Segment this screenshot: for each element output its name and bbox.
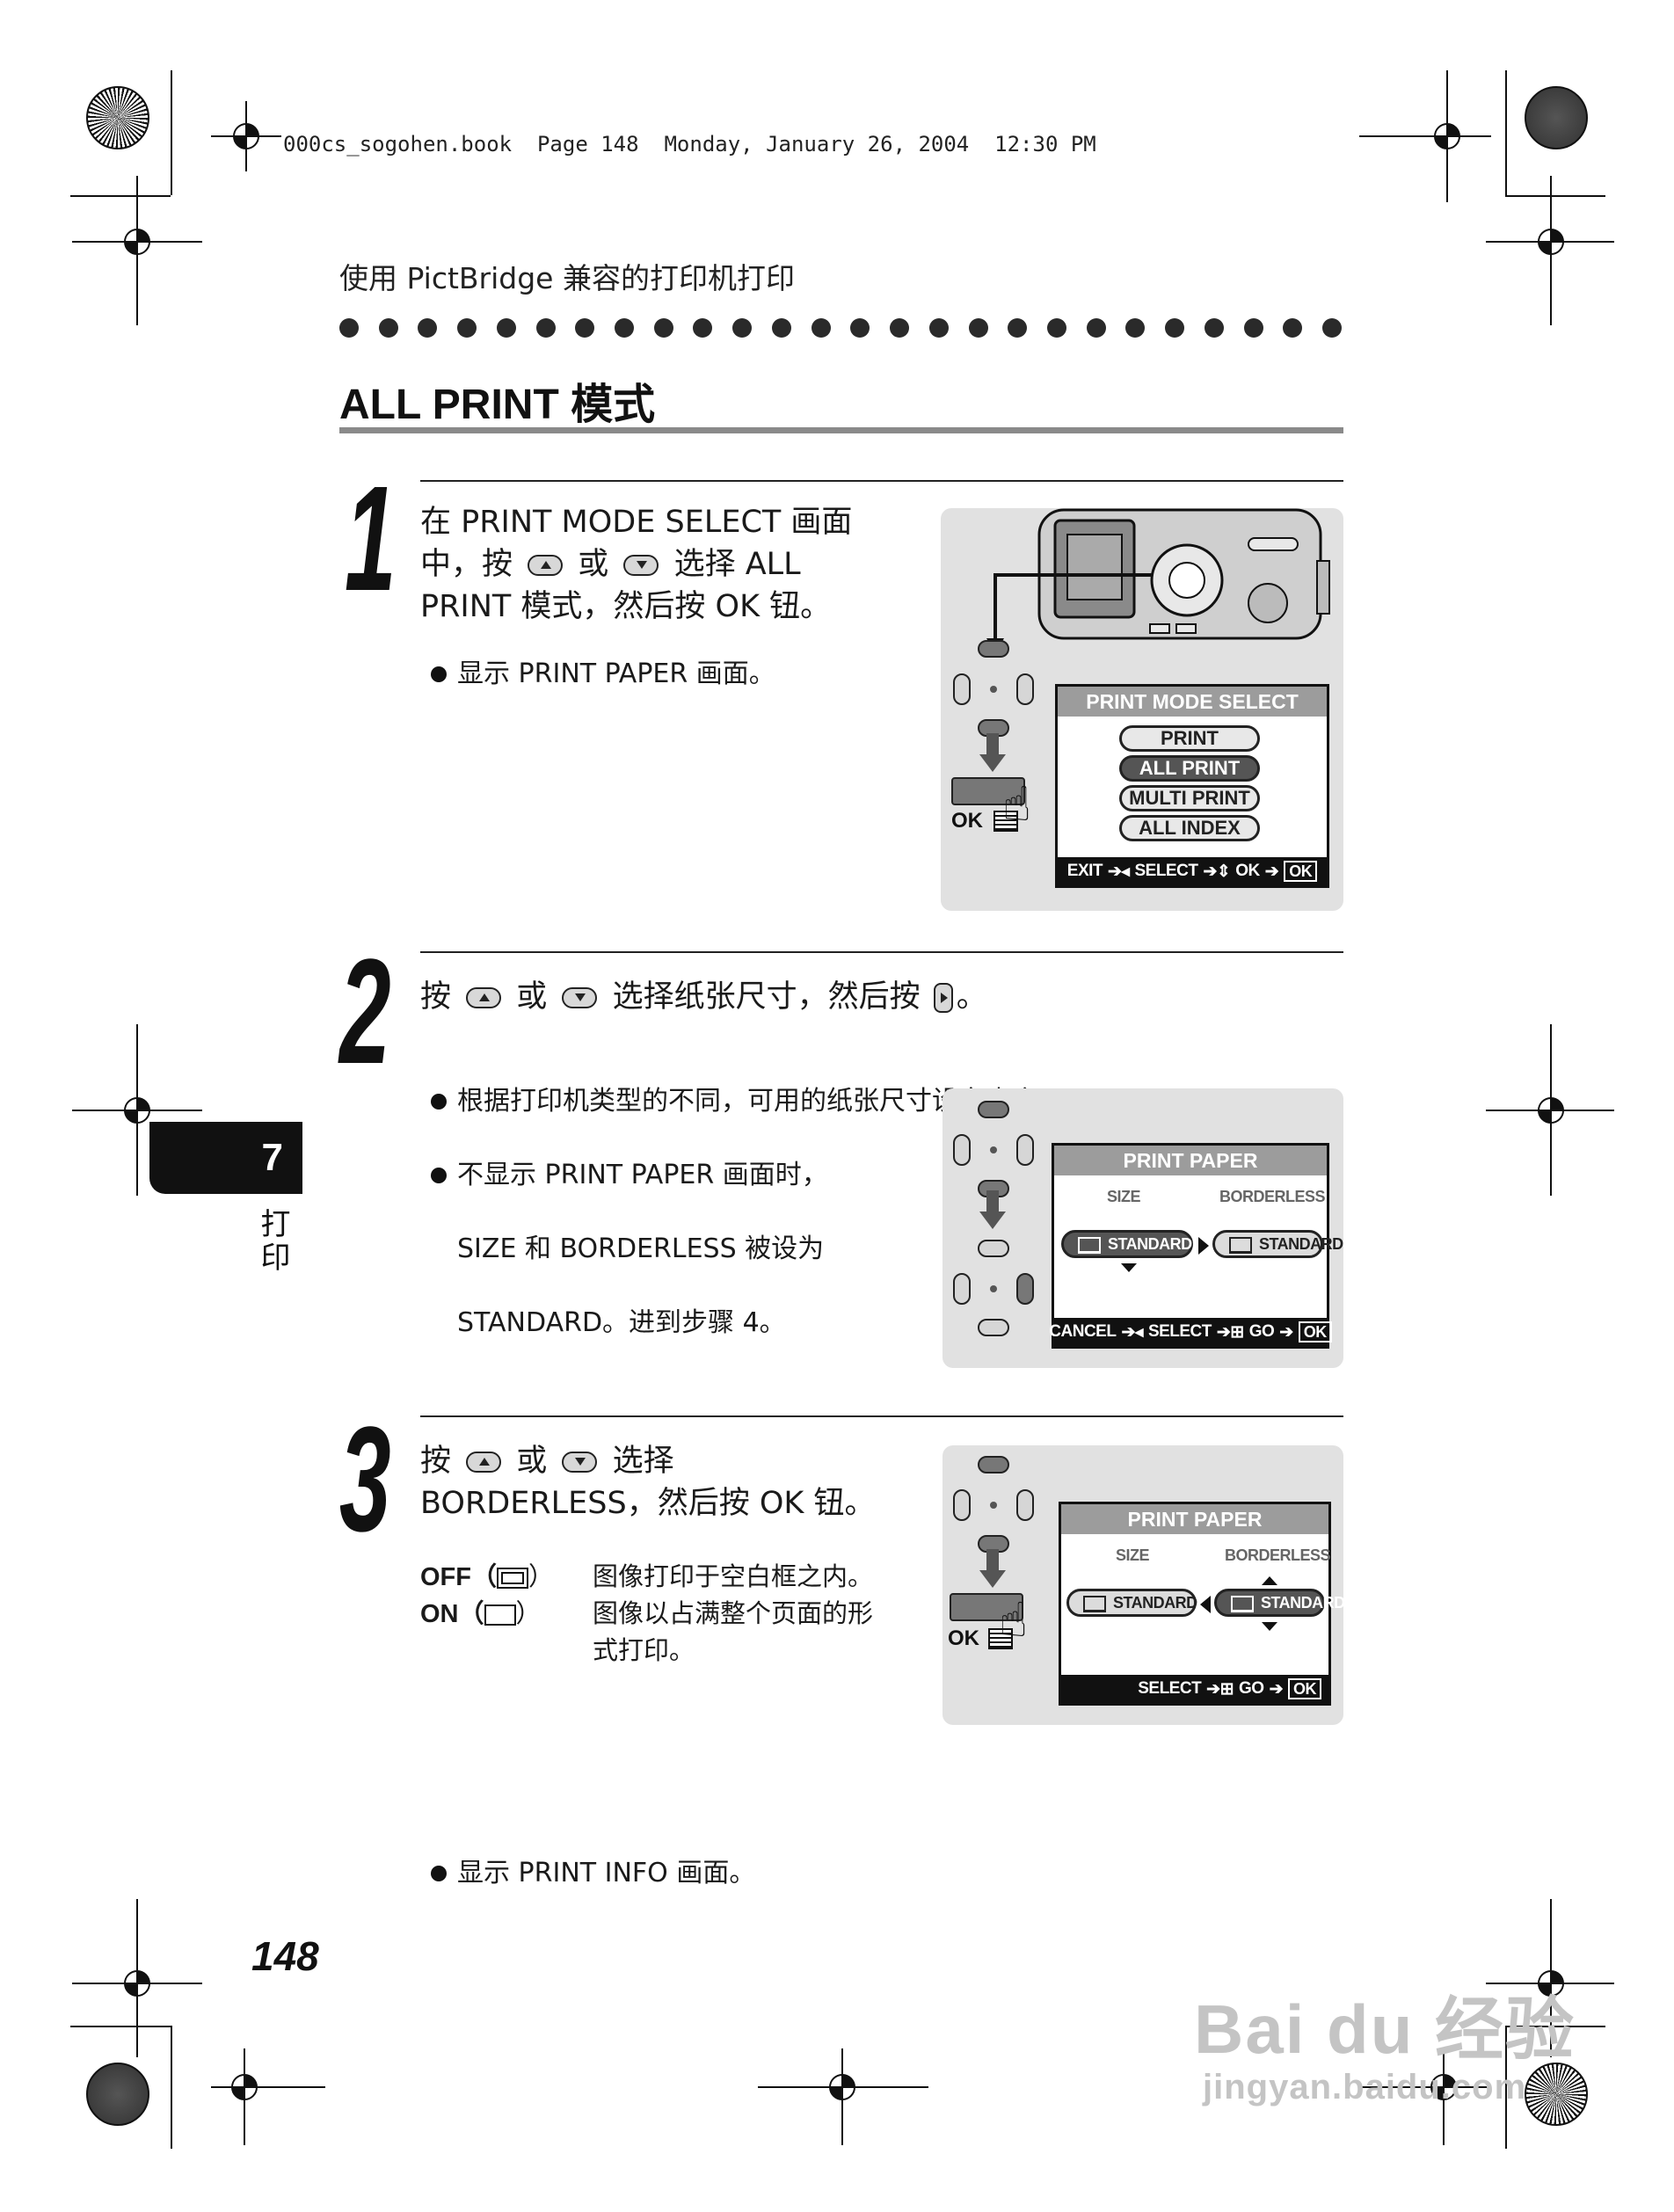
crop-line — [70, 2026, 171, 2027]
crop-line — [171, 70, 172, 195]
down-button-icon — [562, 1452, 598, 1473]
dpad-icon — [950, 640, 1037, 737]
step-1-bullet: 显示 PRINT PAPER 画面。 — [427, 656, 1674, 693]
step-3-instruction: 按 或 选择 BORDERLESS，然后按 OK 钮。 — [420, 1444, 876, 1521]
down-button-icon — [562, 987, 598, 1008]
title-underline — [339, 427, 1343, 433]
section-title: ALL PRINT 模式 — [339, 382, 656, 428]
step-2-bullet: 不显示 PRINT PAPER 画面时， — [427, 1157, 1674, 1194]
print-paper-screen: PRINT PAPER SIZE BORDERLESS STANDARD STA… — [1049, 1143, 1343, 1349]
step-2-illustration: PRINT PAPER SIZE BORDERLESS STANDARD STA… — [943, 1088, 1343, 1368]
dpad-icon — [950, 1101, 1037, 1197]
menu-item-print[interactable]: PRINT — [1119, 725, 1260, 752]
borderless-frame-icon — [484, 1604, 516, 1626]
step-rule — [420, 480, 1343, 482]
down-arrow-icon — [979, 1190, 1006, 1231]
baidu-jingyan-watermark: Bai du 经验 jingyan.baidu.com — [1194, 1990, 1576, 2106]
screen-title: PRINT MODE SELECT — [1058, 687, 1327, 717]
dot-divider — [339, 318, 1342, 339]
dpad-icon — [950, 1240, 1037, 1336]
left-pointer-icon — [1200, 1596, 1211, 1613]
book-file-header: 000cs_sogohen.book Page 148 Monday, Janu… — [283, 132, 1096, 156]
down-arrow-icon — [979, 733, 1006, 774]
running-head: 使用 PictBridge 兼容的打印机打印 — [339, 261, 795, 295]
step-number-1: 1 — [345, 455, 397, 622]
ok-label: OK — [951, 809, 983, 833]
step-rule — [420, 1415, 1343, 1417]
ok-label: OK — [948, 1626, 979, 1650]
crop-line — [1505, 195, 1605, 197]
down-arrow-icon — [979, 1549, 1006, 1590]
printer-density-mark — [1525, 86, 1588, 149]
menu-item-all-index[interactable]: ALL INDEX — [1119, 815, 1260, 841]
crop-line — [1505, 2026, 1507, 2149]
step-1-illustration: OK ☝ PRINT MODE SELECT PRINT ALL PRINT M… — [941, 508, 1343, 911]
print-mode-select-screen: PRINT MODE SELECT PRINT ALL PRINT MULTI … — [1055, 684, 1329, 888]
step-1-instruction: 在 PRINT MODE SELECT 画面 中，按 或 选择 ALL PRIN… — [420, 505, 853, 624]
up-button-icon — [466, 1452, 502, 1473]
step-2-bullet-cont: STANDARD。进到步骤 4。 — [457, 1307, 786, 1338]
down-pointer-icon — [1262, 1622, 1277, 1631]
screen-footer: SELECT➔⊞ GO➔ OK — [1061, 1675, 1328, 1703]
borderless-option[interactable]: STANDARD — [1212, 1230, 1343, 1258]
screen-footer: EXIT➔◂ SELECT➔⇕ OK➔ OK — [1058, 857, 1327, 885]
menu-icon — [988, 1628, 1013, 1649]
chapter-label: 打印 — [255, 1208, 290, 1275]
screen-footer: CANCEL➔◂ SELECT➔⊞ GO➔ OK — [1049, 1318, 1332, 1346]
crop-line — [1505, 2026, 1605, 2027]
step-number-2: 2 — [339, 928, 391, 1095]
up-button-icon — [466, 987, 502, 1008]
crop-line — [1505, 70, 1507, 195]
down-button-icon — [623, 555, 659, 576]
size-label: SIZE — [1107, 1188, 1141, 1205]
dpad-icon — [950, 1456, 1037, 1553]
printer-density-mark — [86, 2063, 149, 2126]
size-label: SIZE — [1116, 1546, 1150, 1564]
up-pointer-icon — [1262, 1576, 1277, 1585]
printer-starburst-mark — [1525, 2063, 1588, 2126]
printer-starburst-mark — [86, 86, 149, 149]
option-off-desc: 图像打印于空白框之内。 — [593, 1561, 874, 1591]
crop-line — [171, 2026, 172, 2149]
menu-item-all-print[interactable]: ALL PRINT — [1119, 755, 1260, 782]
borderless-option[interactable]: STANDARD — [1214, 1589, 1345, 1617]
screen-title: PRINT PAPER — [1061, 1504, 1328, 1534]
camera-back-illustration — [1037, 508, 1330, 640]
chapter-tab[interactable]: 7 — [149, 1122, 302, 1194]
option-on: ON（） — [420, 1598, 542, 1628]
borderless-label: BORDERLESS — [1225, 1546, 1331, 1564]
crop-line — [70, 195, 171, 197]
menu-icon — [993, 811, 1018, 832]
step-rule — [420, 951, 1343, 953]
step-2-bullet-cont: SIZE 和 BORDERLESS 被设为 — [457, 1233, 825, 1264]
step-3-illustration: OK ☝ PRINT PAPER SIZE BORDERLESS STANDAR… — [943, 1445, 1345, 1725]
pressing-hand-icon: ☝ — [999, 1592, 1028, 1648]
right-pointer-icon — [1198, 1237, 1209, 1255]
page-number: 148 — [251, 1933, 319, 1979]
step-3-bullet: 显示 PRINT INFO 画面。 — [427, 1855, 1674, 1892]
up-button-icon — [528, 555, 564, 576]
option-on-desc: 图像以占满整个页面的形 式打印。 — [593, 1598, 874, 1665]
option-off: OFF（） — [420, 1561, 555, 1591]
size-option[interactable]: STANDARD — [1066, 1589, 1197, 1617]
bordered-frame-icon — [497, 1568, 528, 1589]
ok-button-icon — [950, 1593, 1023, 1621]
borderless-label: BORDERLESS — [1219, 1188, 1326, 1205]
ok-button-icon — [951, 777, 1025, 805]
print-paper-screen: PRINT PAPER SIZE BORDERLESS STANDARD STA… — [1059, 1502, 1345, 1706]
down-pointer-icon — [1121, 1263, 1137, 1272]
size-option[interactable]: STANDARD — [1061, 1230, 1193, 1258]
menu-item-multi-print[interactable]: MULTI PRINT — [1119, 785, 1260, 811]
right-button-icon — [933, 983, 953, 1013]
pressing-hand-icon: ☝ — [1002, 776, 1031, 832]
screen-title: PRINT PAPER — [1054, 1146, 1327, 1175]
step-2-instruction: 按 或 选择纸张尺寸，然后按 。 — [420, 979, 987, 1015]
step-number-3: 3 — [339, 1396, 391, 1563]
